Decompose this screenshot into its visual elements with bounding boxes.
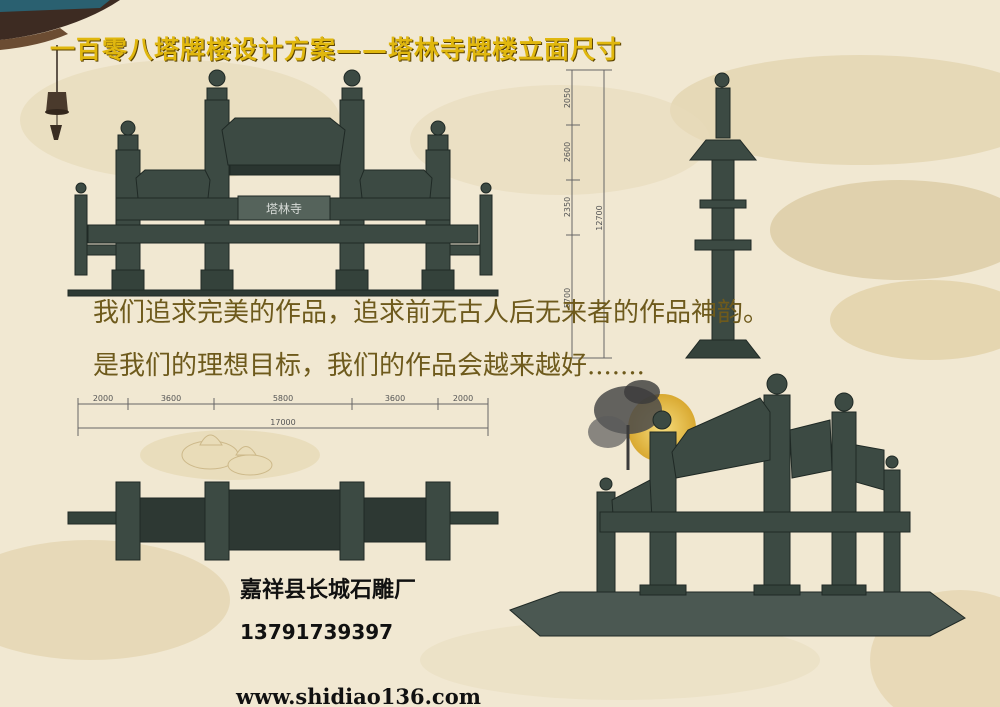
- slogan-line-1: 我们追求完美的作品，追求前无古人后无来者的作品神韵。: [93, 298, 770, 328]
- dim-v-2: 2600: [563, 142, 572, 162]
- page-title: 一百零八塔牌楼设计方案——塔林寺牌楼立面尺寸: [50, 35, 623, 64]
- dim-h-4: 3600: [385, 394, 405, 403]
- slogan-line-2: 是我们的理想目标，我们的作品会越来越好.......: [93, 351, 645, 381]
- vertical-dimension-labels: 2050 2600 2350 5700 12700: [563, 88, 604, 308]
- gate-inscription: 塔林寺: [266, 202, 302, 216]
- lotus-decoration: [181, 434, 273, 476]
- plan-view-archway: [67, 481, 499, 561]
- website-url: www.shidiao136.com: [236, 684, 481, 707]
- horizontal-dimension-lines: [77, 398, 489, 436]
- dim-v-1: 2050: [563, 88, 572, 108]
- dim-h-total: 17000: [270, 418, 295, 427]
- dim-h-2: 3600: [161, 394, 181, 403]
- hanging-bell-icon: [45, 45, 69, 140]
- perspective-archway-render: [509, 373, 966, 637]
- dim-h-5: 2000: [453, 394, 473, 403]
- dim-h-3: 5800: [273, 394, 293, 403]
- dim-h-1: 2000: [93, 394, 113, 403]
- dim-v-total: 12700: [595, 205, 604, 230]
- phone-number: 13791739397: [240, 620, 394, 644]
- side-elevation-archway: [684, 72, 762, 359]
- front-elevation-archway: [67, 69, 499, 297]
- company-name: 嘉祥县长城石雕厂: [240, 578, 417, 603]
- dim-v-3: 2350: [563, 197, 572, 217]
- dim-v-4: 5700: [563, 288, 572, 308]
- vertical-dimension-lines: [566, 69, 612, 359]
- horizontal-dimension-labels: 2000 3600 5800 3600 2000 17000: [93, 394, 473, 427]
- roof-eave-decoration: [0, 0, 120, 50]
